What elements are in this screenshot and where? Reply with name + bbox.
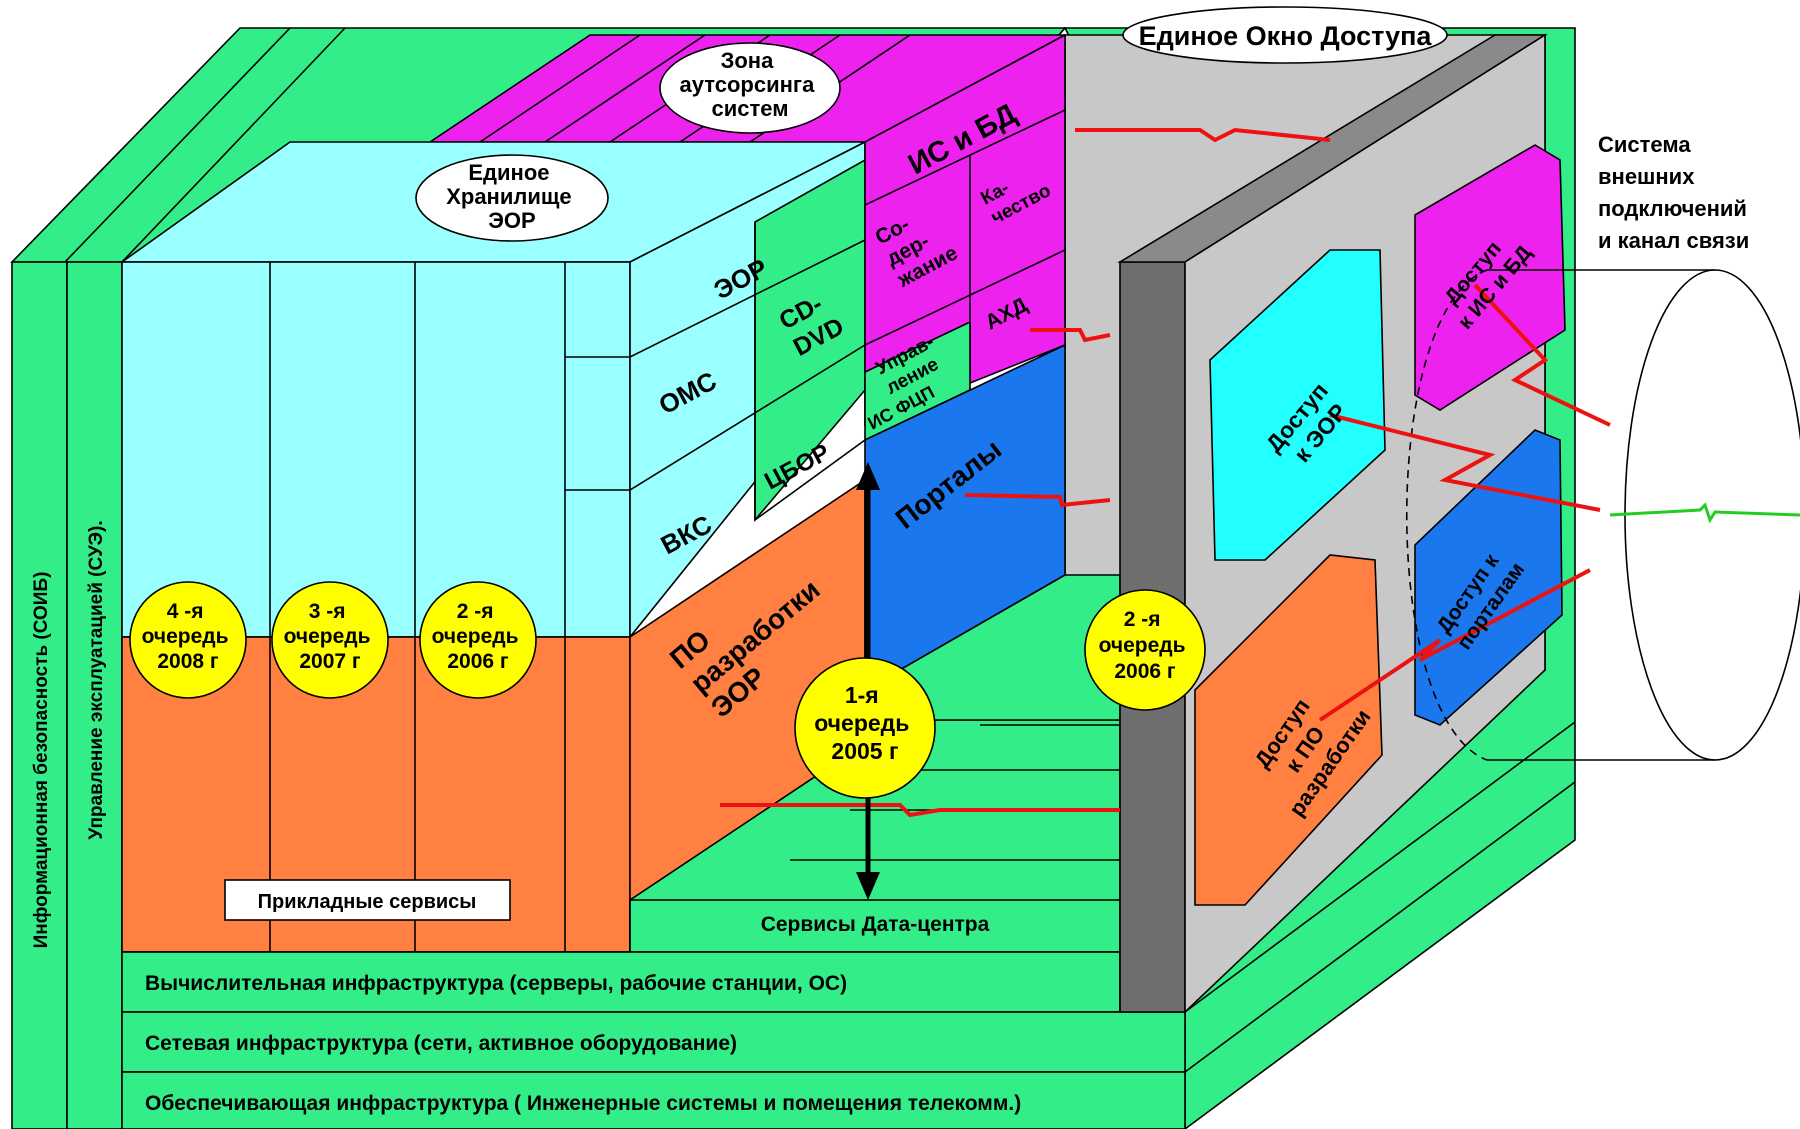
security-band-label: Информационная безопасность (СОИБ) (31, 572, 52, 949)
access-portals-tile (1414, 429, 1563, 726)
phase-1-marker: 1-я очередь 2005 г (794, 657, 936, 799)
repository-ellipse (415, 154, 609, 242)
phase-4-line-1: 4 -я (167, 600, 204, 623)
phase-3-marker: 3 -я очередь 2007 г (271, 581, 389, 699)
external-connections-label: Система внешних подключений и канал связ… (1598, 132, 1753, 253)
outsourcing-line-2: аутсорсинга (680, 72, 816, 97)
access-eor-tile (1209, 249, 1386, 561)
repository-line-3: ЭОР (488, 208, 535, 233)
phase-4-marker: 4 -я очередь 2008 г (129, 581, 247, 699)
outsourcing-label: Зона аутсорсинга систем (680, 48, 821, 121)
svg-text:2 -я очередь 2006: 2 -я очередь 2006 г (1099, 608, 1192, 683)
svg-text:1-я очередь 2005 г: 1-я очередь 2005 г (814, 682, 916, 764)
channel-signal (1609, 502, 1800, 524)
outsourcing-line-1: Зона (721, 48, 775, 73)
phase-1-line-1: 1-я (845, 682, 879, 708)
operations-band-label: Управление эксплуатацией (СУЭ). (86, 520, 107, 839)
phase-2-line-1: 2 -я (457, 600, 494, 623)
network-layer-label: Сетевая инфраструктура (сети, активное о… (145, 1032, 737, 1055)
phase-4-line-2: очередь (142, 625, 229, 648)
lightning-links (720, 127, 1611, 818)
svg-text:3 -я очередь 2007: 3 -я очередь 2007 г (284, 600, 377, 673)
phase-4-line-3: 2008 г (157, 650, 219, 673)
network-layer (121, 1011, 1186, 1073)
phase-2r-line-3: 2006 г (1114, 660, 1176, 683)
phase-2r-line-2: очередь (1099, 634, 1186, 657)
support-layer (121, 1071, 1186, 1129)
repository-line-2: Хранилище (446, 184, 571, 209)
repository-line-1: Единое (468, 160, 549, 185)
access-window-title: Единое Окно Доступа (1139, 21, 1433, 51)
phase-2-line-2: очередь (432, 625, 519, 648)
outsourcing-line-3: систем (712, 96, 789, 121)
svg-text:2 -я очередь 2006: 2 -я очередь 2006 г (432, 600, 525, 673)
phase-2-line-3: 2006 г (447, 650, 509, 673)
support-layer-label: Обеспечивающая инфраструктура ( Инженерн… (145, 1092, 1021, 1115)
external-line-1: Система (1598, 132, 1691, 157)
phase-2r-line-1: 2 -я (1124, 608, 1161, 631)
computing-layer-label: Вычислительная инфраструктура (серверы, … (145, 972, 847, 995)
datacenter-services-label: Сервисы Дата-центра (761, 913, 990, 936)
phase-2-right-marker: 2 -я очередь 2006 г (1084, 589, 1206, 711)
access-dev-tile (1194, 554, 1383, 906)
svg-text:4 -я очередь 2008: 4 -я очередь 2008 г (142, 600, 235, 673)
external-line-2: внешних (1598, 164, 1695, 189)
phase-2-marker: 2 -я очередь 2006 г (419, 581, 537, 699)
phase-3-line-2: очередь (284, 625, 371, 648)
external-line-4: и канал связи (1598, 228, 1749, 253)
channel-cylinder (1487, 269, 1715, 761)
applied-services-box (224, 879, 511, 921)
phase-1-line-3: 2005 г (831, 738, 898, 764)
phase-3-line-3: 2007 г (299, 650, 361, 673)
outsourcing-ellipse (659, 42, 841, 134)
applied-services-label: Прикладные сервисы (258, 891, 477, 913)
repository-front (121, 261, 631, 638)
external-line-3: подключений (1598, 196, 1747, 221)
phase-1-line-2: очередь (814, 710, 909, 736)
phase-3-line-1: 3 -я (309, 600, 346, 623)
repository-label: Единое Хранилище ЭОР (446, 160, 578, 233)
access-window-ellipse (1122, 6, 1448, 64)
